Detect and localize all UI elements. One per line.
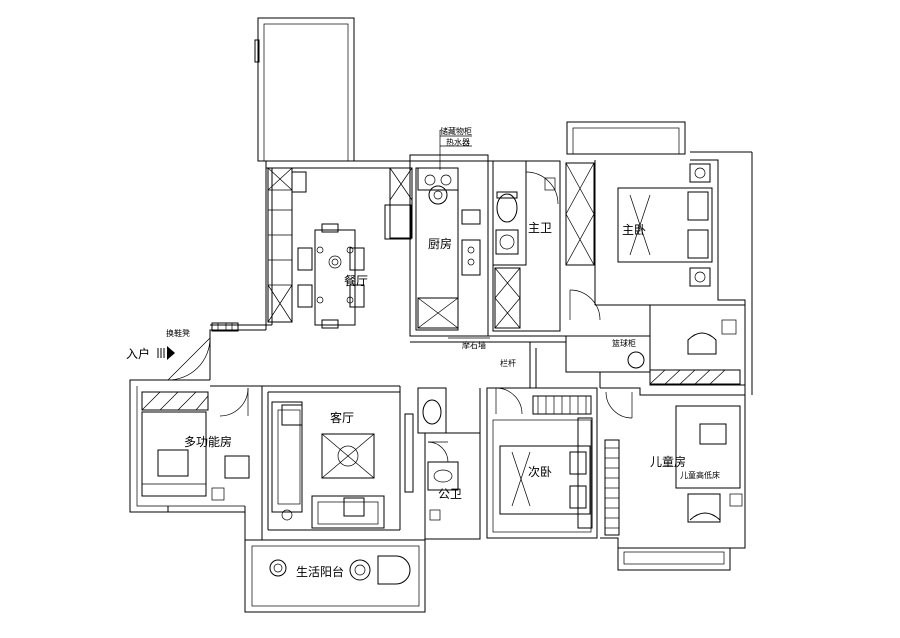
multi-function-furniture [141,411,250,501]
outer-walls [129,121,753,613]
label-master-bath: 主卫 [528,221,552,235]
label-multi-function: 多功能房 [184,434,232,449]
label-entrance: 入户 [126,346,150,361]
public-bath-fixtures [427,461,459,521]
label-kids-bed: 儿童高低床 [680,470,720,480]
master-bed [617,163,737,355]
label-living: 客厅 [330,410,354,425]
secondary-bed [499,445,591,515]
children-bed [675,405,743,523]
living-furniture [271,399,442,529]
ball-cabinet [627,351,645,369]
label-balcony: 生活阳台 [296,564,344,579]
doors [167,171,633,463]
label-children-room: 儿童房 [650,454,686,469]
label-water-heater: 热水器 [446,137,470,147]
north-balcony [254,17,355,162]
label-shoe-bench: 换鞋凳 [166,328,190,338]
label-dining: 餐厅 [344,273,368,288]
balcony-fixtures [269,555,411,585]
label-kitchen: 厨房 [428,236,452,251]
label-railing: 栏杆 [500,358,516,368]
entrance-arrow [157,346,175,360]
label-master-bedroom: 主卧 [622,223,646,237]
label-public-bath: 公卫 [438,487,462,501]
master-bath-fixtures [495,177,556,255]
dining-table [297,223,365,329]
kitchen-fixtures [291,130,490,339]
label-storage-cabinet: 储藏物柜 [440,126,472,136]
label-ball-cabinet: 篮球柜 [612,338,636,348]
cabinets [141,162,741,536]
label-secondary-bedroom: 次卧 [528,465,552,479]
label-tall-cabinet: 摩石墙 [462,340,486,350]
